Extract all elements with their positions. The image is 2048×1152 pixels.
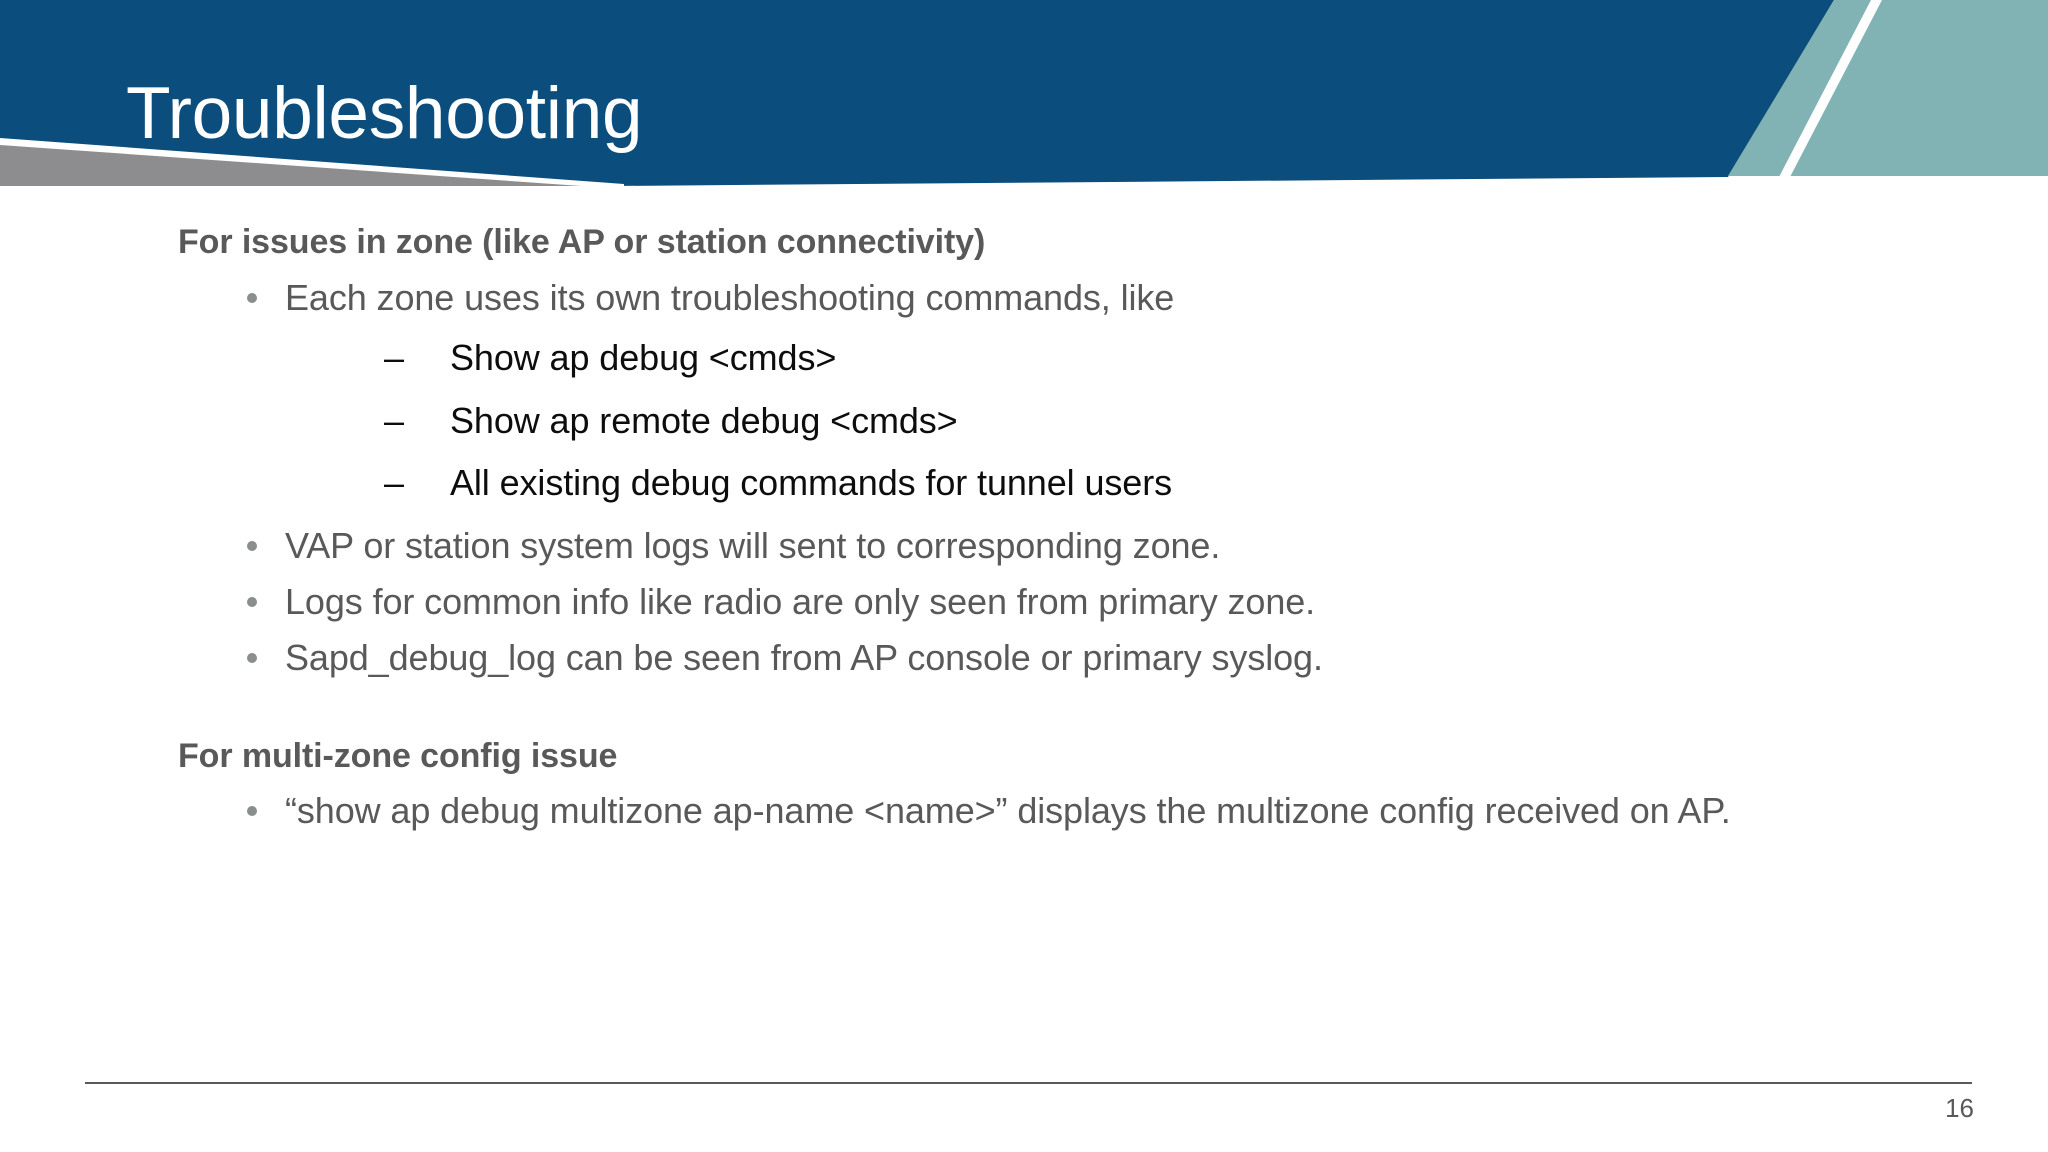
content-section-1: For issues in zone (like AP or station c… (0, 222, 2048, 682)
dash-marker-icon: – (384, 462, 404, 504)
sub-list-item-text: All existing debug commands for tunnel u… (450, 462, 1172, 504)
header-banner-decoration (0, 0, 2048, 200)
list-item-text: Sapd_debug_log can be seen from AP conso… (285, 637, 1323, 679)
bullet-list-level1: Each zone uses its own troubleshooting c… (0, 275, 2048, 682)
list-item: VAP or station system logs will sent to … (0, 523, 2048, 569)
bullet-dot-icon (247, 292, 257, 303)
section-spacer (0, 692, 2048, 736)
list-item: Logs for common info like radio are only… (0, 579, 2048, 625)
bullet-list-level1: “show ap debug multizone ap-name <name>”… (0, 788, 2048, 834)
dash-marker-icon: – (384, 399, 404, 441)
page-number: 16 (1945, 1093, 1974, 1123)
banner-white-sliver (0, 138, 624, 189)
bullet-dot-icon (247, 541, 257, 552)
list-item-text: VAP or station system logs will sent to … (285, 525, 1221, 567)
sub-list-item: – Show ap debug <cmds> (285, 335, 2048, 382)
section-heading: For issues in zone (like AP or station c… (178, 223, 986, 261)
list-item-text: Logs for common info like radio are only… (285, 581, 1316, 623)
list-item: Each zone uses its own troubleshooting c… (0, 275, 2048, 507)
banner-blue-shape (0, 0, 1834, 186)
section-heading: For multi-zone config issue (178, 736, 618, 775)
sub-list-item-text: Show ap remote debug <cmds> (450, 399, 958, 441)
list-item-text: Each zone uses its own troubleshooting c… (285, 276, 1175, 318)
bullet-dot-icon (247, 597, 257, 608)
page-title: Troubleshooting (126, 72, 643, 154)
bullet-dot-icon (247, 806, 257, 817)
dash-marker-icon: – (384, 336, 404, 378)
sub-list-item: – All existing debug commands for tunnel… (285, 460, 2048, 507)
list-item: Sapd_debug_log can be seen from AP conso… (0, 635, 2048, 681)
footer-divider (85, 1082, 1972, 1084)
bullet-dot-icon (247, 653, 257, 664)
slide-body: For issues in zone (like AP or station c… (0, 222, 2048, 844)
list-item: “show ap debug multizone ap-name <name>”… (0, 788, 2048, 834)
list-item-text: “show ap debug multizone ap-name <name>”… (285, 790, 1731, 832)
sub-list-item: – Show ap remote debug <cmds> (285, 398, 2048, 445)
sub-list-item-text: Show ap debug <cmds> (450, 336, 837, 378)
banner-white-hairline (1779, 0, 1882, 177)
bullet-list-level2: – Show ap debug <cmds> – Show ap remote … (285, 335, 2048, 507)
content-section-2: For multi-zone config issue “show ap deb… (0, 736, 2048, 835)
